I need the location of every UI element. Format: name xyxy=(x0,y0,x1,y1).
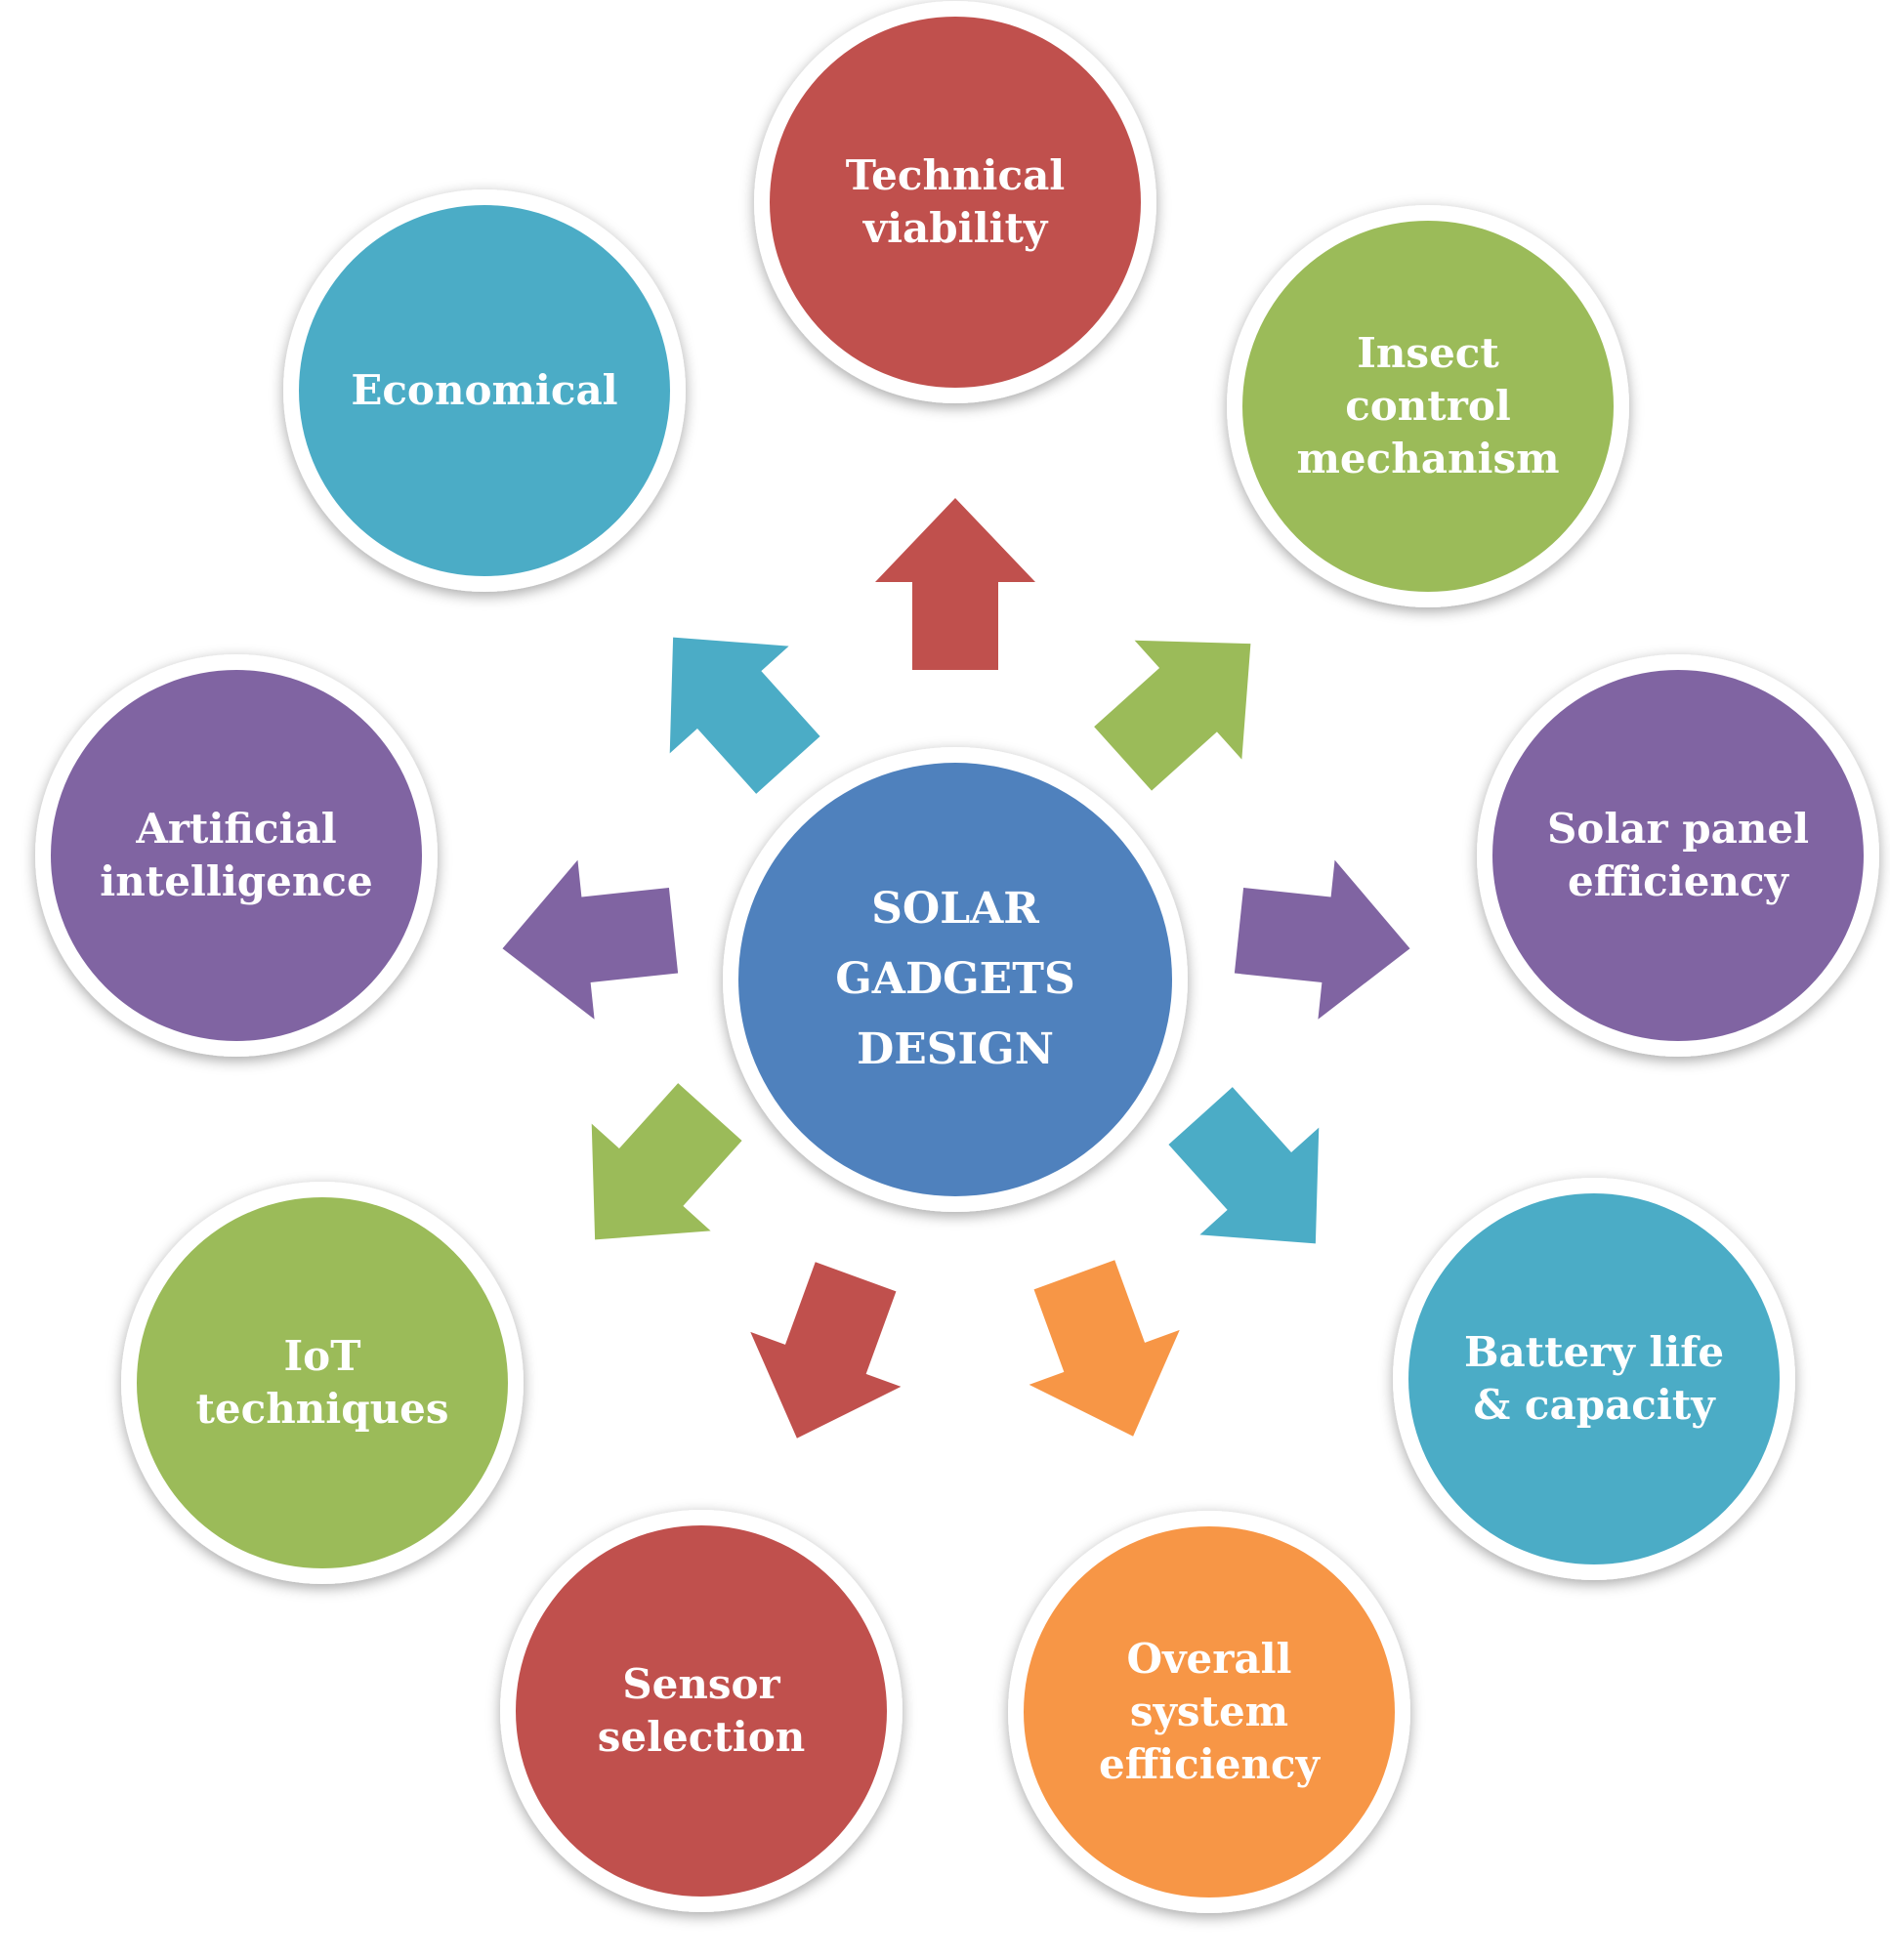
node-overall-system-efficiency-label-line-2: system xyxy=(1130,1688,1288,1735)
node-technical-viability-label: Technical viability xyxy=(846,151,1066,252)
node-overall-system-efficiency-label-line-3: efficiency xyxy=(1099,1740,1322,1788)
node-economical: Economical xyxy=(283,189,686,592)
center-hub-label-line-3: DESIGN xyxy=(857,1024,1054,1074)
node-economical-fill xyxy=(299,205,670,576)
node-iot-techniques-label: IoT techniques xyxy=(196,1332,449,1433)
node-artificial-intelligence-label-line-1: Artificial xyxy=(135,805,336,853)
arrow-to-artificial-intelligence xyxy=(502,859,679,1020)
node-technical-viability-label-line-2: viability xyxy=(862,204,1049,252)
node-solar-panel-efficiency-fill xyxy=(1492,670,1864,1041)
node-solar-panel-efficiency-label-line-2: efficiency xyxy=(1568,857,1790,905)
node-insect-control-mechanism-label: Insect control mechanism xyxy=(1296,329,1559,482)
center-hub-label-line-2: GADGETS xyxy=(835,954,1075,1004)
arrow-to-iot-techniques xyxy=(591,1083,742,1240)
node-economical-label-line-1: Economical xyxy=(351,366,617,414)
node-technical-viability: Technical viability xyxy=(754,1,1156,403)
node-sensor-selection-fill xyxy=(516,1525,887,1897)
arrow-to-technical-viability xyxy=(875,498,1035,670)
arrows-layer xyxy=(502,498,1410,1439)
node-technical-viability-fill xyxy=(770,17,1141,388)
center-hub-label: SOLAR GADGETS DESIGN xyxy=(835,884,1075,1074)
node-artificial-intelligence-label-line-2: intelligence xyxy=(100,857,372,905)
node-iot-techniques-fill xyxy=(137,1197,508,1568)
node-battery-life-capacity-label-line-1: Battery life xyxy=(1464,1328,1724,1376)
center-layer: SOLAR GADGETS DESIGN xyxy=(723,747,1188,1212)
node-battery-life-capacity-fill xyxy=(1408,1193,1780,1564)
node-iot-techniques-label-line-1: IoT xyxy=(284,1332,361,1380)
arrow-to-overall-system-efficiency xyxy=(1029,1260,1180,1437)
arrow-to-sensor-selection xyxy=(750,1262,902,1439)
node-sensor-selection-label-line-1: Sensor xyxy=(622,1660,780,1708)
node-artificial-intelligence-fill xyxy=(51,670,422,1041)
node-overall-system-efficiency-fill xyxy=(1024,1526,1395,1897)
center-hub: SOLAR GADGETS DESIGN xyxy=(723,747,1188,1212)
node-insect-control-mechanism-label-line-1: Insect xyxy=(1357,329,1499,377)
node-insect-control-mechanism-label-line-2: control xyxy=(1345,382,1511,430)
node-overall-system-efficiency-label: Overall system efficiency xyxy=(1099,1635,1322,1788)
arrow-to-battery-life-capacity xyxy=(1168,1087,1320,1244)
node-battery-life-capacity-label: Battery life & capacity xyxy=(1464,1328,1724,1429)
node-insect-control-mechanism-fill xyxy=(1242,221,1614,592)
center-hub-fill xyxy=(738,763,1172,1196)
arrow-to-economical xyxy=(669,637,820,794)
node-sensor-selection: Sensor selection xyxy=(500,1510,903,1912)
node-battery-life-capacity: Battery life & capacity xyxy=(1393,1178,1795,1580)
node-technical-viability-label-line-1: Technical xyxy=(846,151,1066,199)
node-overall-system-efficiency-label-line-1: Overall xyxy=(1127,1635,1292,1683)
node-sensor-selection-label-line-2: selection xyxy=(598,1713,806,1761)
node-overall-system-efficiency: Overall system efficiency xyxy=(1008,1511,1410,1913)
node-sensor-selection-label: Sensor selection xyxy=(598,1660,806,1761)
arrow-to-insect-control-mechanism xyxy=(1094,640,1251,791)
center-hub-label-line-1: SOLAR xyxy=(871,884,1039,934)
node-economical-label: Economical xyxy=(351,366,617,414)
node-solar-panel-efficiency-label-line-1: Solar panel xyxy=(1547,805,1809,853)
arrow-to-solar-panel-efficiency xyxy=(1234,859,1410,1020)
node-iot-techniques: IoT techniques xyxy=(121,1182,524,1584)
node-iot-techniques-label-line-2: techniques xyxy=(196,1385,449,1433)
node-battery-life-capacity-label-line-2: & capacity xyxy=(1473,1381,1716,1429)
node-insect-control-mechanism-label-line-3: mechanism xyxy=(1296,435,1559,482)
node-insect-control-mechanism: Insect control mechanism xyxy=(1227,205,1629,607)
